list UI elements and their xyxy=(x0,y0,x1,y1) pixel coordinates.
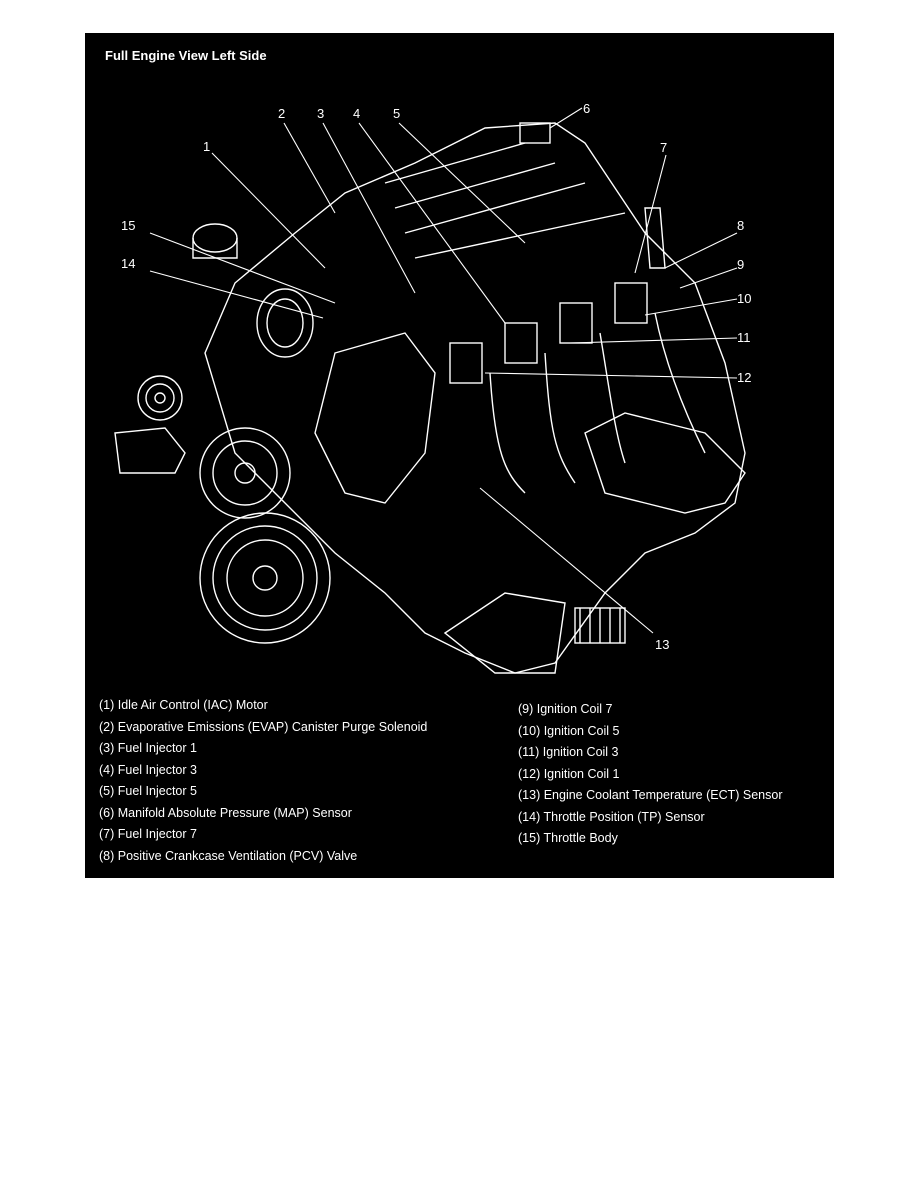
leader-lines xyxy=(149,107,738,634)
diagram-panel: Full Engine View Left Side xyxy=(85,33,834,878)
callout-13: 13 xyxy=(655,637,669,652)
callout-5: 5 xyxy=(393,106,400,121)
callout-8: 8 xyxy=(737,218,744,233)
legend-item: (14) Throttle Position (TP) Sensor xyxy=(518,809,705,824)
legend-item: (7) Fuel Injector 7 xyxy=(99,827,197,841)
legend-item: (15) Throttle Body xyxy=(518,831,618,845)
legend-item: (11) Ignition Coil 3 xyxy=(518,745,619,759)
legend-item: (5) Fuel Injector 5 xyxy=(99,784,197,798)
water-pump-pulley xyxy=(199,427,291,519)
coolant-outlet xyxy=(114,427,186,474)
map-sensor xyxy=(519,122,551,144)
callout-11: 11 xyxy=(737,330,751,345)
engine-block-outline xyxy=(204,122,746,674)
oil-filter xyxy=(574,607,626,644)
legend-item: (1) Idle Air Control (IAC) Motor xyxy=(99,698,268,712)
callout-9: 9 xyxy=(737,257,744,272)
callout-12: 12 xyxy=(737,370,751,385)
coil-row xyxy=(449,282,648,384)
callout-7: 7 xyxy=(660,140,667,155)
legend-item: (4) Fuel Injector 3 xyxy=(99,762,197,777)
legend-item: (2) Evaporative Emissions (EVAP) Caniste… xyxy=(99,719,428,734)
exhaust-manifold xyxy=(584,412,746,514)
callout-2: 2 xyxy=(278,106,285,121)
callout-1: 1 xyxy=(203,139,210,154)
legend-item: (10) Ignition Coil 5 xyxy=(518,723,620,738)
callout-3: 3 xyxy=(317,106,324,121)
oil-cap xyxy=(192,223,238,259)
engine-illustration: 1 2 3 4 5 6 7 8 9 10 11 12 13 14 15 xyxy=(114,101,751,674)
crank-pulley xyxy=(199,512,331,644)
throttle-body xyxy=(256,288,314,358)
legend-item: (9) Ignition Coil 7 xyxy=(518,702,613,716)
idler-pulley xyxy=(137,375,183,421)
plug-wires xyxy=(489,312,706,494)
pcv-valve xyxy=(644,207,666,269)
legend-item: (6) Manifold Absolute Pressure (MAP) Sen… xyxy=(99,805,352,820)
legend-item: (13) Engine Coolant Temperature (ECT) Se… xyxy=(518,788,783,802)
callout-4: 4 xyxy=(353,106,360,121)
accessory-bracket xyxy=(314,332,436,504)
oil-pan xyxy=(443,592,566,674)
legend-item: (3) Fuel Injector 1 xyxy=(99,741,197,755)
legend-item: (12) Ignition Coil 1 xyxy=(518,766,620,781)
intake-runners xyxy=(384,142,626,259)
callout-14: 14 xyxy=(121,256,135,271)
figure-title: Full Engine View Left Side xyxy=(105,48,267,63)
legend-item: (8) Positive Crankcase Ventilation (PCV)… xyxy=(99,848,358,863)
callout-6: 6 xyxy=(583,101,590,116)
callout-15: 15 xyxy=(121,218,135,233)
callout-10: 10 xyxy=(737,291,751,306)
legend-left: (1) Idle Air Control (IAC) Motor (2) Eva… xyxy=(99,695,427,867)
legend-right: (9) Ignition Coil 7 (10) Ignition Coil 5… xyxy=(518,699,782,850)
